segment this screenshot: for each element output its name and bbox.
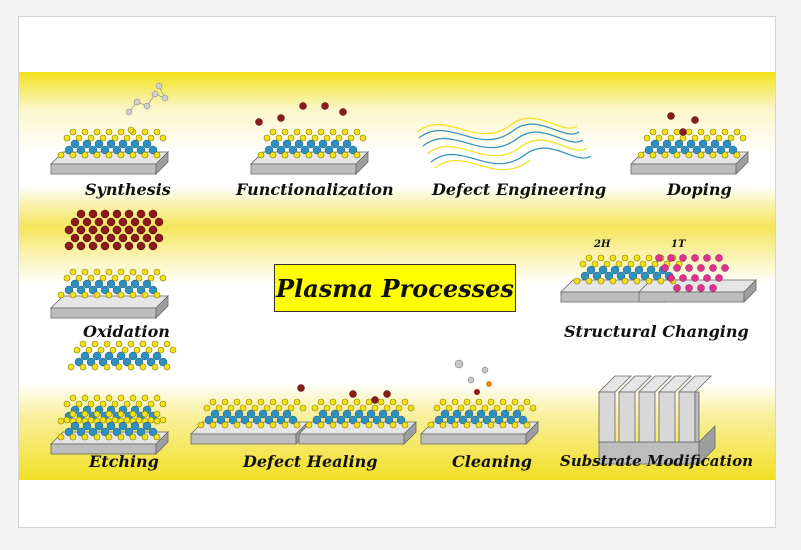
doping-illustration xyxy=(630,112,749,175)
label-synthesis: Synthesis xyxy=(85,180,171,199)
label-substrate-modification: Substrate Modification xyxy=(560,452,754,470)
etching-illustration xyxy=(50,340,177,455)
substrate-modification-illustration xyxy=(598,375,716,465)
center-title: Plasma Processes xyxy=(276,273,514,303)
functionalization-illustration xyxy=(250,102,369,175)
label-defect-healing: Defect Healing xyxy=(243,452,378,471)
label-doping: Doping xyxy=(667,180,732,199)
figure-frame: 2H 1T Synthesis Functionalization Defect… xyxy=(18,16,776,528)
label-cleaning: Cleaning xyxy=(452,452,532,471)
phase-label-2h: 2H xyxy=(594,239,611,250)
label-functionalization: Functionalization xyxy=(236,180,394,199)
defect-healing-illustration xyxy=(190,384,417,445)
synthesis-illustration xyxy=(50,82,169,175)
phase-label-1t: 1T xyxy=(671,239,686,250)
label-oxidation: Oxidation xyxy=(83,322,170,341)
structural-changing-illustration xyxy=(560,254,757,303)
plasma-processes-diagram: 2H 1T Synthesis Functionalization Defect… xyxy=(19,72,775,480)
label-structural-changing: Structural Changing xyxy=(564,322,749,341)
diagram-illustrations xyxy=(50,82,757,465)
center-title-box: Plasma Processes xyxy=(274,264,516,312)
oxidation-illustration xyxy=(50,209,169,319)
label-etching: Etching xyxy=(89,452,159,471)
defect-engineering-illustration xyxy=(416,117,592,171)
label-defect-engineering: Defect Engineering xyxy=(432,180,607,199)
cleaning-illustration xyxy=(420,359,539,445)
